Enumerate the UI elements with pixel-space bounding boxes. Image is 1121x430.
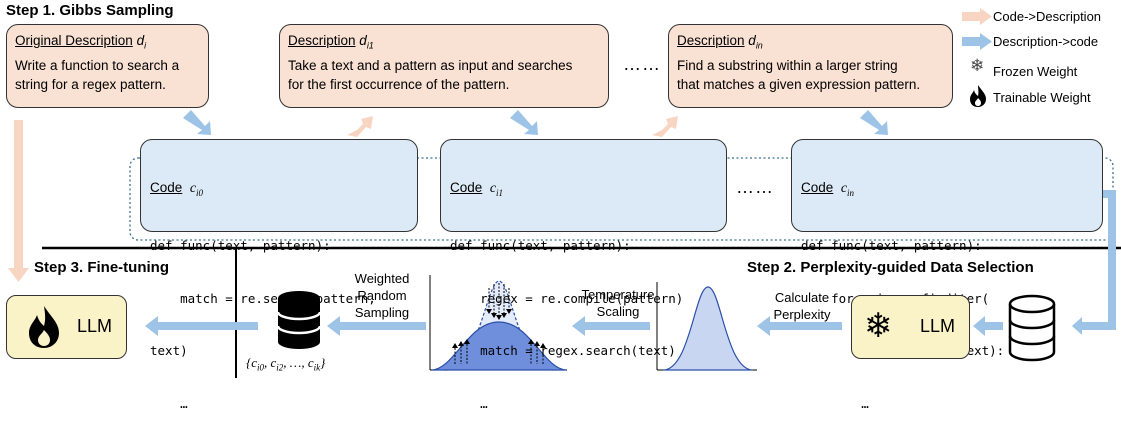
code-title: Code xyxy=(801,180,834,195)
code-var: c xyxy=(840,181,848,196)
description-box-1: Description di1 Take a text and a patter… xyxy=(279,24,609,108)
description-title: Description xyxy=(288,33,356,48)
code-subscript: i1 xyxy=(496,187,504,198)
arrow-db-to-trainable-llm xyxy=(145,316,258,336)
scaled-distribution-plot xyxy=(429,275,567,371)
weighted-sampling-label: Weighted Random Sampling xyxy=(354,271,410,320)
arrow-db-to-frozen-llm xyxy=(973,316,1003,336)
description-title: Original Description xyxy=(15,33,133,48)
code-line: … xyxy=(801,395,869,411)
code-line: def func(text, pattern): xyxy=(801,238,982,254)
arrow-desc1-to-code1 xyxy=(510,110,538,135)
description-var: d xyxy=(359,33,367,48)
ellipsis-descriptions: …… xyxy=(623,54,661,74)
llm-label: LLM xyxy=(920,316,956,336)
llm-label: LLM xyxy=(77,316,113,336)
ellipsis-codes: …… xyxy=(736,177,774,197)
description-line: Take a text and a pattern as input and s… xyxy=(288,57,573,73)
description-box-n: Description din Find a substring within … xyxy=(668,24,953,108)
database-icon xyxy=(1008,294,1056,362)
arrow-desc-to-llm xyxy=(8,120,29,282)
arrow-code0-to-desc1 xyxy=(347,116,373,137)
description-subscript: i1 xyxy=(366,40,374,51)
step3-title: Step 3. Fine-tuning xyxy=(34,259,169,276)
code-subscript: in xyxy=(847,187,855,198)
step1-title: Step 1. Gibbs Sampling xyxy=(6,2,174,19)
code-line: def func(text, pattern): xyxy=(450,238,631,254)
arrow-desc0-to-code0 xyxy=(183,110,211,135)
code-title: Code xyxy=(450,180,483,195)
snowflake-icon: ❄ xyxy=(864,307,893,345)
description-box-original: Original Description di Write a function… xyxy=(6,24,209,108)
description-subscript: i xyxy=(144,40,147,51)
arrow-scaled-to-db xyxy=(327,316,426,336)
legend-code-to-desc: Code->Description xyxy=(993,9,1102,24)
description-line: that matches a given expression pattern. xyxy=(677,76,921,92)
temp-scaling-label: Temperature Scaling xyxy=(581,287,655,319)
description-var: d xyxy=(136,33,145,48)
arrow-code1-to-desc xyxy=(652,116,678,137)
description-title: Description xyxy=(677,33,745,48)
code-line: regex = re.compile(pattern) xyxy=(450,290,684,306)
description-line: for the first occurrence of the pattern. xyxy=(288,76,510,92)
code-line: … xyxy=(450,395,488,411)
calc-perplexity-label: Calculate Perplexity xyxy=(773,290,831,322)
perplexity-distribution-plot xyxy=(656,282,757,371)
code-box-1: Code ci1 def func(text, pattern): regex … xyxy=(440,139,727,411)
code-line: match = regex.search(text) xyxy=(450,343,676,359)
sampled-database-icon xyxy=(276,291,322,349)
legend-icons xyxy=(962,8,992,50)
legend-desc-to-code: Description->code xyxy=(993,34,1099,49)
trainable-llm-box: LLM xyxy=(6,295,127,359)
step2-title: Step 2. Perplexity-guided Data Selection xyxy=(747,259,1034,276)
peach-arrow-icon xyxy=(962,8,992,25)
arrow-curve-to-scaled xyxy=(572,316,650,336)
description-line: Find a substring within a larger string xyxy=(677,57,898,73)
description-var: d xyxy=(748,33,756,48)
flame-icon xyxy=(29,306,59,348)
code-box-0: Code ci0 def func(text, pattern): match … xyxy=(140,139,418,411)
description-subscript: in xyxy=(755,40,763,51)
arrow-llm-to-curve xyxy=(757,316,842,336)
code-box-n: Code cin def func(text, pattern): for m … xyxy=(791,139,1103,411)
selected-set-label: {ci0, ci2, …, cik} xyxy=(246,355,326,373)
code-line: … xyxy=(150,395,188,411)
code-subscript: i0 xyxy=(196,187,204,198)
frozen-llm-box: ❄ LLM xyxy=(851,295,970,359)
snowflake-icon: ❄ xyxy=(970,56,985,75)
blue-arrow-icon xyxy=(962,33,992,50)
code-line: text) xyxy=(150,343,188,359)
arrow-descn-to-coden xyxy=(860,110,888,135)
code-var: c xyxy=(489,181,497,196)
description-line: string for a regex pattern. xyxy=(15,76,166,92)
code-var: c xyxy=(189,181,197,196)
description-line: Write a function to search a xyxy=(15,57,180,73)
legend-trainable: Trainable Weight xyxy=(993,90,1091,105)
code-line: def func(text, pattern): xyxy=(150,238,331,254)
flame-icon xyxy=(970,85,986,107)
legend-frozen: Frozen Weight xyxy=(993,64,1078,79)
code-title: Code xyxy=(150,180,183,195)
arrow-codes-to-database xyxy=(1072,190,1116,335)
